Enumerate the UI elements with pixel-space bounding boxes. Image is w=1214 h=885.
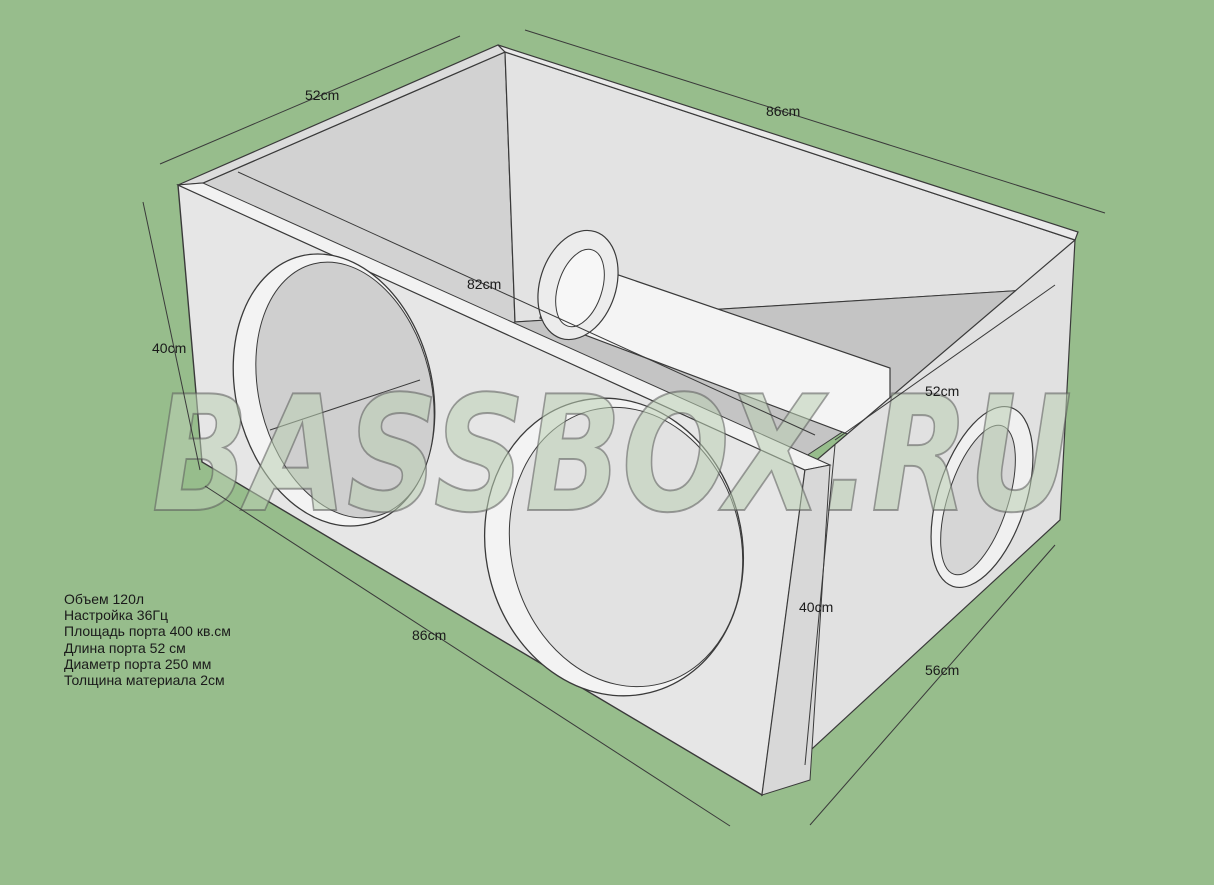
dimension-label-bottom-depth: 56cm [925, 662, 959, 678]
dimension-line-right-depth [834, 284, 1056, 441]
dimension-label-front-height: 40cm [152, 340, 186, 356]
dimension-line-bottom-length [204, 485, 731, 827]
dimension-label-right-depth: 52cm [925, 383, 959, 399]
dimension-line-right-height [804, 444, 836, 766]
subwoofer-cutout-hole [508, 406, 744, 688]
dimension-label-right-height: 40cm [799, 599, 833, 615]
dimension-label-top-depth: 52cm [305, 87, 339, 103]
dimension-line-inner-length [237, 171, 816, 436]
port-opening [930, 405, 1034, 589]
subwoofer-cutout-inner-edge [269, 379, 421, 431]
specs-list: Объем 120л Настройка 36Гц Площадь порта … [64, 591, 231, 688]
dimension-line-top-depth [159, 35, 461, 165]
dimension-label-bottom-length: 86cm [412, 627, 446, 643]
watermark-text: BASSBOX.RU [152, 361, 1072, 548]
subwoofer-cutout [483, 397, 745, 697]
dimension-label-inner-length: 82cm [467, 276, 501, 292]
dimension-line-top-length [524, 29, 1106, 214]
dimension-line-bottom-depth [809, 544, 1056, 826]
spec-volume: Объем 120л [64, 591, 145, 607]
spec-port-diameter: Диаметр порта 250 мм [64, 655, 212, 672]
spec-material-thickness: Толщина материала 2см [64, 672, 225, 689]
port-tube-mouth [555, 248, 605, 328]
spec-port-length: Длина порта 52 см [64, 639, 186, 656]
port-opening-hole [940, 424, 1016, 576]
subwoofer-cutout-hole [255, 261, 435, 519]
dimension-lines [142, 29, 1106, 827]
subwoofer-cutout [232, 253, 436, 527]
spec-port-area: Площадь порта 400 кв.см [64, 623, 231, 640]
spec-tuning: Настройка 36Гц [64, 607, 168, 624]
dimension-label-top-length: 86cm [766, 103, 800, 119]
dimension-line-front-height [142, 201, 201, 471]
front-baffle-side-edge [761, 464, 831, 796]
